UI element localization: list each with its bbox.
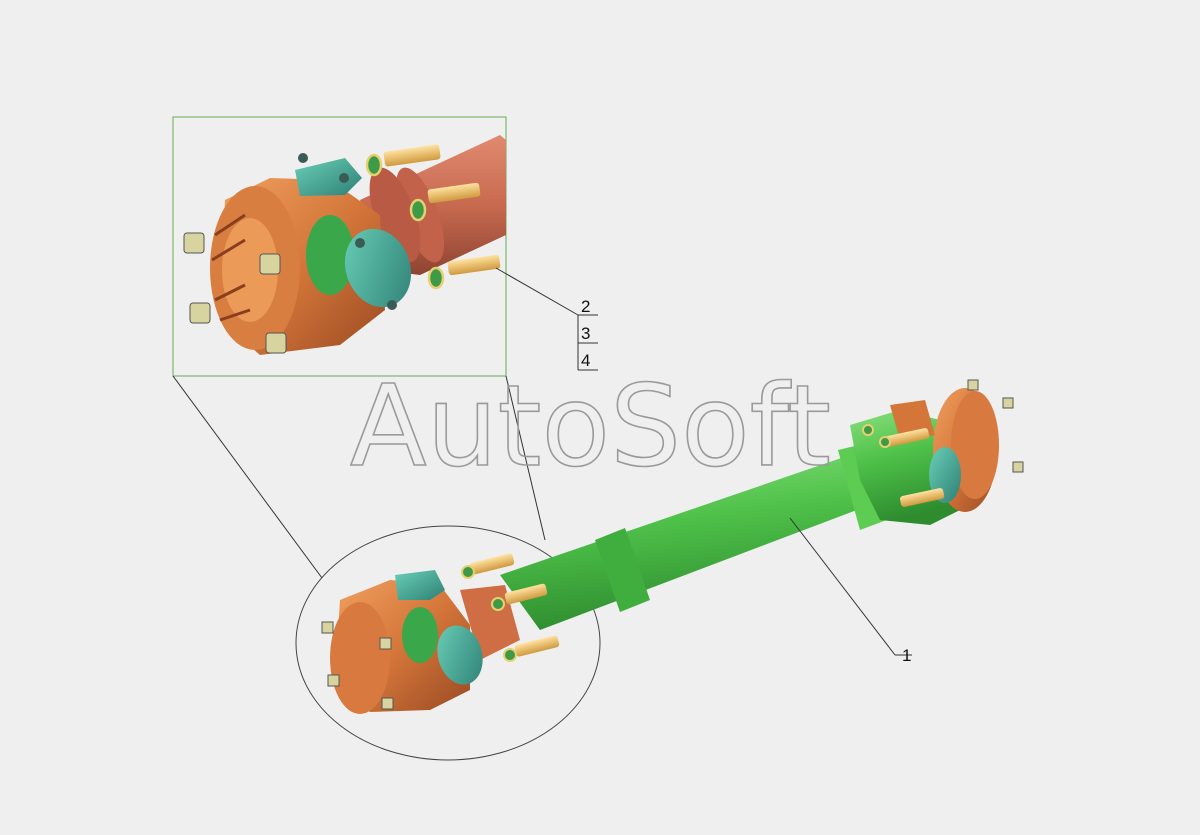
right-nuts: [967, 379, 1024, 473]
watermark-text: AutoSoft: [350, 362, 831, 492]
inset-bearing-caps: [295, 153, 412, 310]
inset-spider: [306, 215, 354, 295]
left-bearing-cap: [437, 625, 483, 685]
callout-4-label: 4: [581, 351, 590, 370]
callout-1: 1: [789, 517, 912, 665]
detail-circle: [295, 525, 601, 761]
inset-nuts: [183, 232, 287, 354]
inset-flange: [210, 178, 385, 355]
left-cap-top: [395, 570, 445, 600]
shaft-collar: [595, 528, 650, 612]
inset-bolts: [365, 144, 501, 290]
left-yoke-group: [321, 553, 560, 714]
shaft-tube: [500, 455, 870, 630]
callout-2-label: 2: [581, 297, 590, 316]
right-bolts: [862, 424, 945, 507]
left-bolts: [461, 553, 560, 662]
callout-2-leader: [495, 267, 579, 316]
left-spider: [402, 607, 438, 663]
callout-1-leader: [789, 517, 896, 656]
main-driveshaft: [321, 379, 1024, 714]
detail-inset: [172, 116, 507, 377]
callout-1-label: 1: [902, 646, 911, 665]
callout-group-2-4: 2 3 4: [495, 267, 598, 371]
inset-connector-lines: [172, 375, 546, 579]
left-nuts: [321, 621, 394, 710]
callout-3-label: 3: [581, 324, 590, 343]
